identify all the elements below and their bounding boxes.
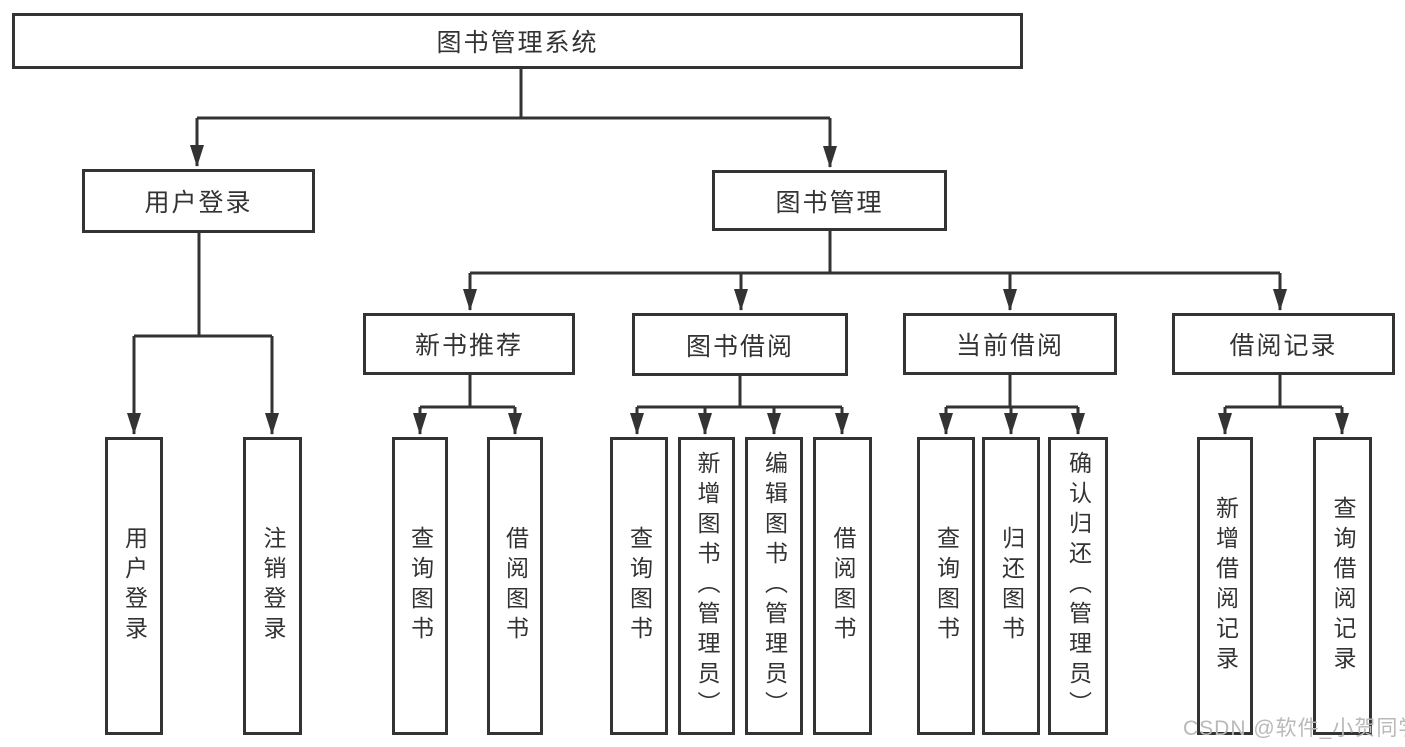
node-book-management: 图书管理 [712, 170, 947, 231]
node-library-system: 图书管理系统 [12, 13, 1023, 69]
leaf-bb-add-books-admin: 新增图书（管理员） [678, 437, 735, 735]
node-borrow-record: 借阅记录 [1172, 313, 1395, 375]
leaf-br-query-record: 查询借阅记录 [1313, 437, 1372, 735]
leaf-nb-borrow-books: 借阅图书 [487, 437, 543, 735]
leaf-br-add-record: 新增借阅记录 [1197, 437, 1253, 735]
node-current-borrow-label: 当前借阅 [955, 332, 1064, 360]
leaf-nb-query-books-label: 查询图书 [407, 526, 434, 646]
leaf-nb-borrow-books-label: 借阅图书 [502, 526, 529, 646]
watermark: CSDN @软件_小贺同学 [1183, 717, 1405, 740]
leaf-cb-query-books-label: 查询图书 [933, 526, 960, 646]
leaf-br-query-record-label: 查询借阅记录 [1330, 496, 1356, 676]
leaf-logout-label: 注销登录 [260, 526, 286, 646]
leaf-cb-return-books-label: 归还图书 [998, 526, 1025, 646]
leaf-logout: 注销登录 [243, 437, 302, 735]
leaf-cb-confirm-return-admin-label: 确认归还（管理员） [1065, 451, 1092, 721]
node-library-system-label: 图书管理系统 [436, 29, 599, 57]
node-new-book-recommend-label: 新书推荐 [414, 332, 523, 360]
leaf-cb-return-books: 归还图书 [982, 437, 1040, 735]
node-borrow-record-label: 借阅记录 [1229, 332, 1338, 360]
node-user-login-label: 用户登录 [144, 189, 253, 217]
node-user-login: 用户登录 [82, 169, 315, 233]
leaf-user-login-label: 用户登录 [121, 526, 148, 646]
leaf-br-add-record-label: 新增借阅记录 [1212, 496, 1239, 676]
leaf-bb-borrow-books: 借阅图书 [813, 437, 872, 735]
leaf-bb-borrow-books-label: 借阅图书 [830, 526, 856, 646]
leaf-cb-query-books: 查询图书 [917, 437, 975, 735]
leaf-bb-edit-books-admin-label: 编辑图书（管理员） [761, 451, 788, 721]
leaf-bb-edit-books-admin: 编辑图书（管理员） [745, 437, 803, 735]
leaf-bb-query-books-label: 查询图书 [626, 526, 653, 646]
leaf-bb-query-books: 查询图书 [610, 437, 668, 735]
leaf-cb-confirm-return-admin: 确认归还（管理员） [1048, 437, 1108, 735]
node-book-management-label: 图书管理 [775, 188, 884, 217]
leaf-bb-add-books-admin-label: 新增图书（管理员） [694, 451, 720, 721]
leaf-nb-query-books: 查询图书 [392, 437, 448, 735]
node-book-borrow: 图书借阅 [632, 313, 848, 376]
node-current-borrow: 当前借阅 [903, 313, 1117, 375]
node-new-book-recommend: 新书推荐 [363, 313, 575, 375]
node-book-borrow-label: 图书借阅 [685, 332, 794, 361]
leaf-user-login: 用户登录 [105, 437, 163, 735]
